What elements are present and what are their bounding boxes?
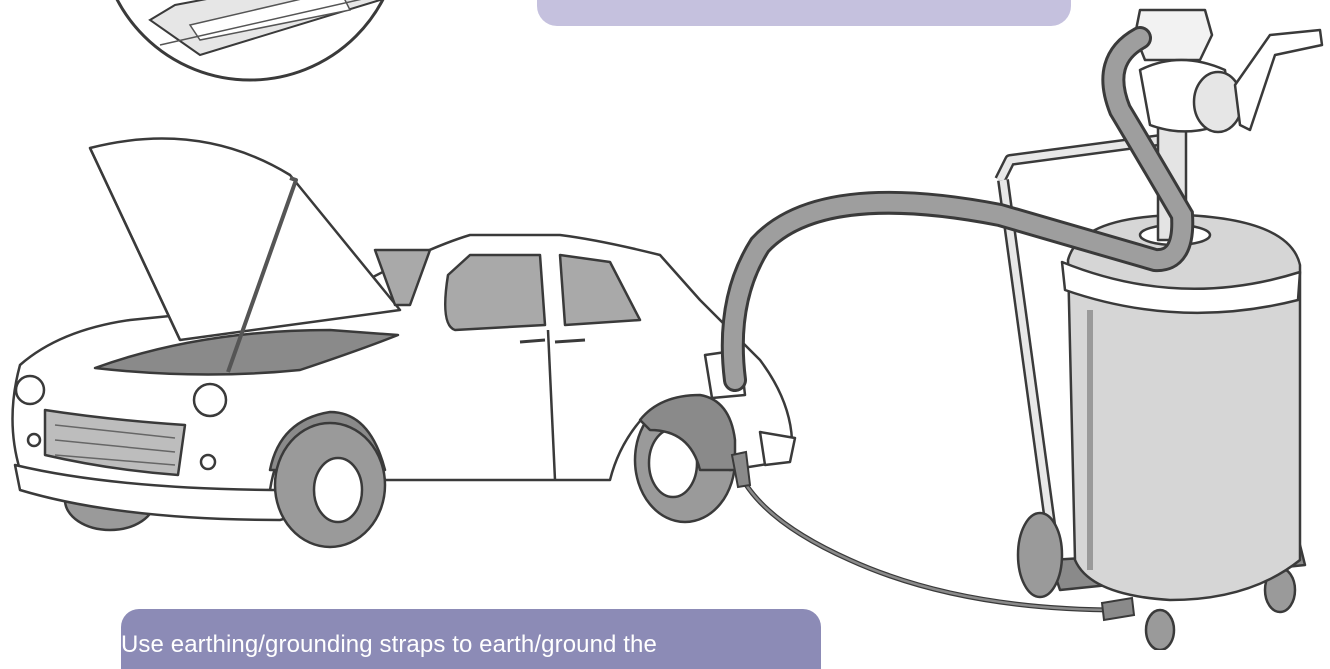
magnifier-inset-icon (100, 0, 400, 80)
illustration (0, 0, 1330, 650)
caption-banner: Use earthing/grounding straps to earth/g… (121, 609, 821, 669)
banner-top (537, 0, 1071, 26)
fuel-drum-pump-icon (1000, 10, 1322, 650)
caption-text: Use earthing/grounding straps to earth/g… (121, 631, 657, 659)
car-icon (13, 139, 796, 547)
